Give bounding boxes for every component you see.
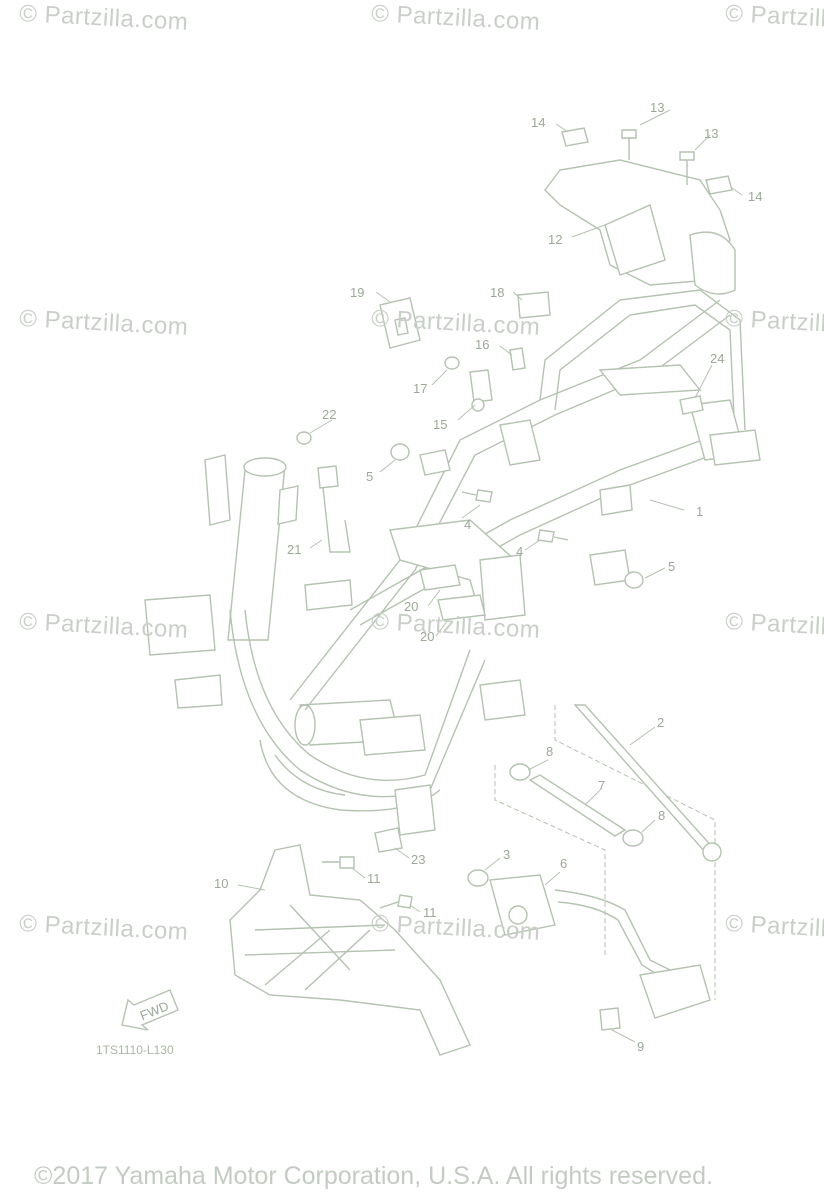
pad-part-20b[interactable] bbox=[437, 594, 486, 621]
pipe-part-7[interactable] bbox=[528, 774, 627, 837]
callout-15: 15 bbox=[433, 417, 447, 432]
callout-19: 19 bbox=[350, 285, 364, 300]
callout-20a: 20 bbox=[404, 599, 418, 614]
callout-22: 22 bbox=[322, 407, 336, 422]
damper-part-17[interactable] bbox=[444, 356, 460, 370]
holder-part-15[interactable] bbox=[469, 369, 493, 412]
callout-10: 10 bbox=[214, 876, 228, 891]
callout-6: 6 bbox=[560, 856, 567, 871]
pad-part-14a[interactable] bbox=[561, 127, 589, 147]
callout-14a: 14 bbox=[531, 115, 545, 130]
hook-part-21[interactable] bbox=[317, 465, 351, 553]
callout-5a: 5 bbox=[366, 469, 373, 484]
callout-8a: 8 bbox=[546, 744, 553, 759]
leader-lines bbox=[237, 109, 743, 1043]
callout-7: 7 bbox=[598, 778, 605, 793]
damper-part-19[interactable] bbox=[379, 297, 421, 349]
callout-14b: 14 bbox=[748, 189, 762, 204]
bolt-part-11b[interactable] bbox=[379, 894, 413, 909]
callout-13b: 13 bbox=[704, 126, 718, 141]
engine-bracket-part-6[interactable] bbox=[489, 874, 711, 1019]
callout-21: 21 bbox=[287, 542, 301, 557]
damper-part-5b[interactable] bbox=[624, 571, 644, 589]
callout-9: 9 bbox=[637, 1039, 644, 1054]
callout-8b: 8 bbox=[658, 808, 665, 823]
diagram-code: 1TS1110-L130 bbox=[96, 1043, 174, 1057]
clip-part-16[interactable] bbox=[509, 347, 526, 371]
damper-part-5a[interactable] bbox=[390, 443, 410, 461]
shaft-part-2[interactable] bbox=[573, 704, 722, 862]
guard-part-10[interactable] bbox=[229, 844, 471, 1056]
copyright-notice: ©2017 Yamaha Motor Corporation, U.S.A. A… bbox=[34, 1162, 713, 1190]
callout-3: 3 bbox=[503, 847, 510, 862]
callout-4b: 4 bbox=[516, 544, 523, 559]
callout-13a: 13 bbox=[650, 100, 664, 115]
callout-18: 18 bbox=[490, 285, 504, 300]
frame-main-part-1[interactable] bbox=[144, 289, 761, 836]
callout-4a: 4 bbox=[464, 517, 471, 532]
pad-part-20a[interactable] bbox=[419, 564, 461, 591]
fwd-arrow-icon: FWD bbox=[121, 989, 179, 1031]
pad-part-23[interactable] bbox=[374, 827, 403, 853]
callout-1: 1 bbox=[696, 504, 703, 519]
collar-part-22[interactable] bbox=[296, 431, 312, 445]
callout-11b: 11 bbox=[423, 905, 437, 920]
callout-24: 24 bbox=[710, 351, 724, 366]
bolt-part-13b[interactable] bbox=[679, 151, 695, 185]
bolt-part-13a[interactable] bbox=[621, 129, 637, 160]
pad-part-24[interactable] bbox=[679, 395, 704, 415]
collar-part-8b[interactable] bbox=[622, 829, 644, 847]
bolt-part-4a[interactable] bbox=[461, 489, 493, 503]
damper-part-9[interactable] bbox=[599, 1007, 621, 1031]
pad-part-14b[interactable] bbox=[705, 175, 733, 195]
callout-17: 17 bbox=[413, 381, 427, 396]
bolt-part-4b[interactable] bbox=[537, 529, 569, 543]
callout-16: 16 bbox=[475, 337, 489, 352]
seat-bracket-part-12[interactable] bbox=[544, 159, 736, 295]
callout-23: 23 bbox=[411, 852, 425, 867]
callout-2: 2 bbox=[657, 715, 664, 730]
callout-labels: 1 2 3 4 4 5 5 6 7 8 8 9 10 11 11 12 13 1… bbox=[214, 100, 762, 1054]
collar-part-8a[interactable] bbox=[509, 763, 531, 781]
callout-11a: 11 bbox=[367, 871, 381, 886]
nut-part-3[interactable] bbox=[467, 869, 489, 887]
callout-5b: 5 bbox=[668, 559, 675, 574]
bolt-part-11a[interactable] bbox=[322, 856, 355, 869]
plate-part-18[interactable] bbox=[517, 291, 551, 319]
callout-20b: 20 bbox=[420, 629, 434, 644]
callout-12: 12 bbox=[548, 232, 562, 247]
